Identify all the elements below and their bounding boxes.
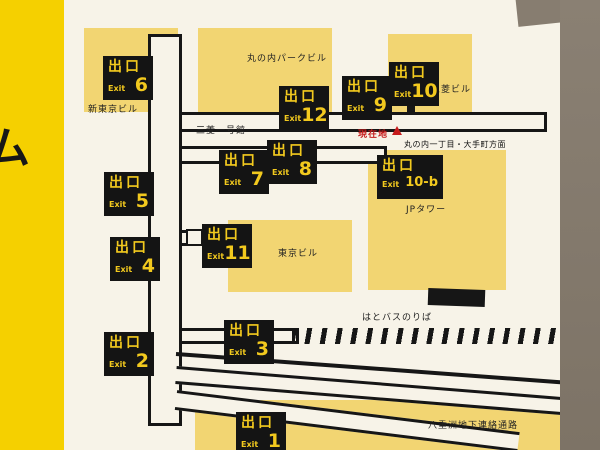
- exit-jp-label: 出口: [229, 323, 263, 339]
- exit-en-label: Exit: [207, 252, 225, 262]
- exit-2-box: 出口 Exit 2: [104, 332, 154, 376]
- exit-jp-label: 出口: [284, 89, 318, 105]
- building-label-mitsubishi-ichigokan: 三菱一号館: [196, 126, 247, 136]
- exit-12-box: 出口 Exit 12: [279, 86, 329, 130]
- exit-number: 9: [373, 94, 387, 117]
- exit-jp-label: 出口: [241, 415, 275, 431]
- exit-number: 2: [135, 350, 149, 373]
- wall-right: [560, 0, 600, 450]
- exit-10b-box: 出口 Exit 10-b: [377, 155, 443, 199]
- exit-number: 10: [411, 80, 438, 103]
- exit-en-label: Exit: [109, 200, 127, 210]
- exit-label-row: Exit 6: [108, 74, 148, 97]
- exit-jp-label: 出口: [224, 153, 258, 169]
- exit-number: 12: [301, 104, 328, 127]
- current-location-label: 現在地: [358, 130, 389, 140]
- exit-en-label: Exit: [224, 178, 242, 188]
- current-location-marker-icon: [392, 126, 402, 135]
- exit-label-row: Exit 10: [394, 80, 438, 103]
- exit-8-box: 出口 Exit 8: [267, 140, 317, 184]
- exit-jp-label: 出口: [109, 175, 143, 191]
- exit-7-box: 出口 Exit 7: [219, 150, 269, 194]
- exit-number: 1: [267, 430, 281, 450]
- exit-number: 11: [224, 242, 251, 265]
- exit-10-connector: [407, 102, 415, 114]
- exit-jp-label: 出口: [347, 79, 381, 95]
- exit-3-box: 出口 Exit 3: [224, 320, 274, 364]
- exit-number: 6: [134, 74, 148, 97]
- building-label-mitsubishi: 三菱ビル: [431, 85, 472, 95]
- exit-en-label: Exit: [108, 84, 126, 94]
- exit-5-box: 出口 Exit 5: [104, 172, 154, 216]
- exit-label-row: Exit 5: [109, 190, 149, 213]
- building-label-tokyo: 東京ビル: [278, 249, 319, 259]
- exit-label-row: Exit 8: [272, 158, 312, 181]
- exit-label-row: Exit 3: [229, 338, 269, 361]
- exit-label-row: Exit 12: [284, 104, 328, 127]
- exit-label-row: Exit 4: [115, 255, 155, 278]
- exit-en-label: Exit: [284, 114, 302, 124]
- exit-en-label: Exit: [382, 180, 400, 190]
- building-label-marunouchi-park: 丸の内パークビル: [247, 54, 328, 64]
- exit-6-box: 出口 Exit 6: [103, 56, 153, 100]
- exit-jp-label: 出口: [115, 240, 149, 256]
- exit-label-row: Exit 7: [224, 168, 264, 191]
- exit-11-box: 出口 Exit 11: [202, 224, 252, 268]
- building-label-shin-tokyo: 新東京ビル: [88, 105, 139, 115]
- bus-bay-marks: [292, 328, 560, 344]
- exit-number: 10-b: [405, 175, 438, 191]
- exit-jp-label: 出口: [382, 158, 416, 174]
- exit-number: 4: [141, 255, 155, 278]
- exit-number: 3: [255, 338, 269, 361]
- exit-label-row: Exit 10-b: [382, 176, 438, 189]
- exit-number: 7: [250, 168, 264, 191]
- exit-9-box: 出口 Exit 9: [342, 76, 392, 120]
- sign-frame-left: ム: [0, 0, 64, 450]
- exit-en-label: Exit: [347, 104, 365, 114]
- side-text: ム: [0, 123, 30, 174]
- exit-1-box: 出口 Exit 1: [236, 412, 286, 450]
- exit-jp-label: 出口: [108, 59, 142, 75]
- exit-4-box: 出口 Exit 4: [110, 237, 160, 281]
- exit-en-label: Exit: [229, 348, 247, 358]
- exit-label-row: Exit 1: [241, 430, 281, 450]
- exit-label-row: Exit 11: [207, 242, 251, 265]
- building-label-yaesu-passage: 八重洲地下連絡通路: [428, 421, 519, 431]
- exit-number: 8: [298, 158, 312, 181]
- exit-label-row: Exit 2: [109, 350, 149, 373]
- exit-10-box: 出口 Exit 10: [389, 62, 439, 106]
- exit-jp-label: 出口: [109, 335, 143, 351]
- exit-en-label: Exit: [241, 440, 259, 450]
- exit-en-label: Exit: [115, 265, 133, 275]
- exit-jp-label: 出口: [207, 227, 241, 243]
- exit-number: 5: [135, 190, 149, 213]
- building-label-hato-bus: はとバスのりば: [362, 313, 433, 323]
- elevator-icon: [186, 229, 203, 246]
- exit-jp-label: 出口: [394, 65, 428, 81]
- exit-jp-label: 出口: [272, 143, 306, 159]
- exit-en-label: Exit: [109, 360, 127, 370]
- structure-block: [427, 288, 486, 307]
- exit-label-row: Exit 9: [347, 94, 387, 117]
- exit-en-label: Exit: [272, 168, 290, 178]
- direction-label: 丸の内一丁目・大手町方面: [404, 140, 506, 149]
- exit-en-label: Exit: [394, 90, 412, 100]
- building-label-jp-tower: JPタワー: [406, 205, 447, 215]
